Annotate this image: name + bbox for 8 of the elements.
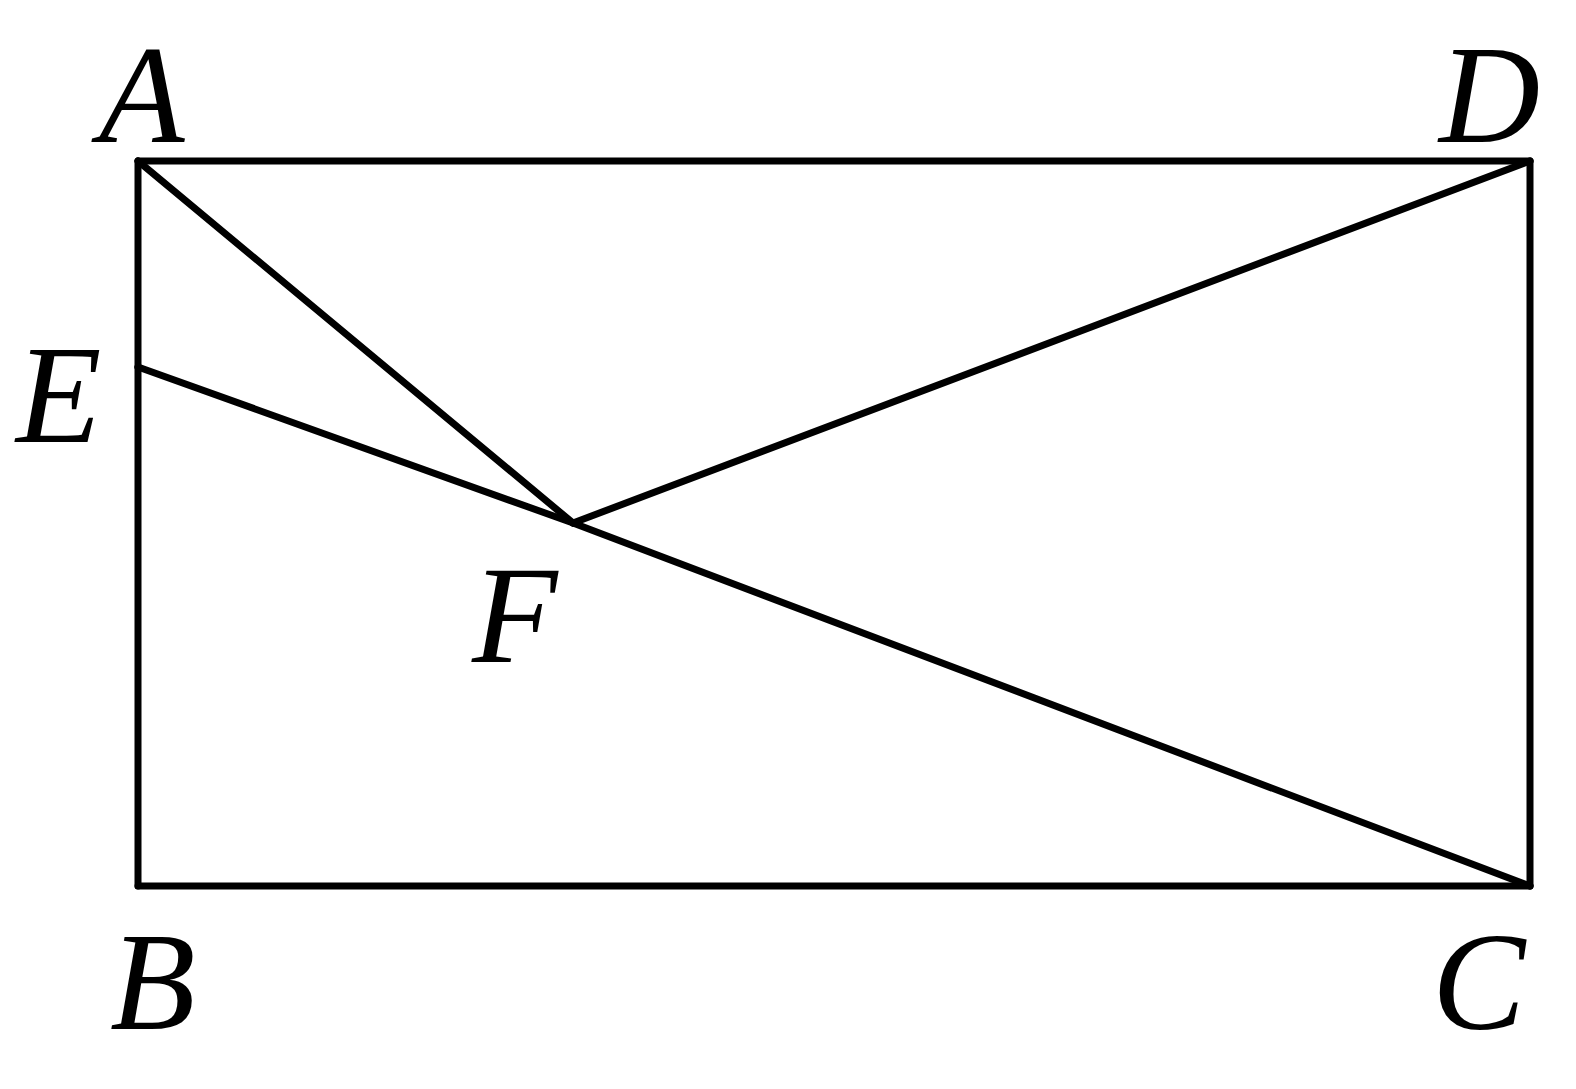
point-label: A: [85, 25, 199, 165]
point-label: E: [2, 325, 116, 465]
line-segment: [569, 519, 1534, 890]
line-segment: [134, 157, 142, 371]
point-label: F: [458, 545, 572, 685]
point-label: D: [1425, 25, 1555, 165]
point-label: C: [1418, 912, 1540, 1052]
point-label: B: [96, 912, 210, 1052]
